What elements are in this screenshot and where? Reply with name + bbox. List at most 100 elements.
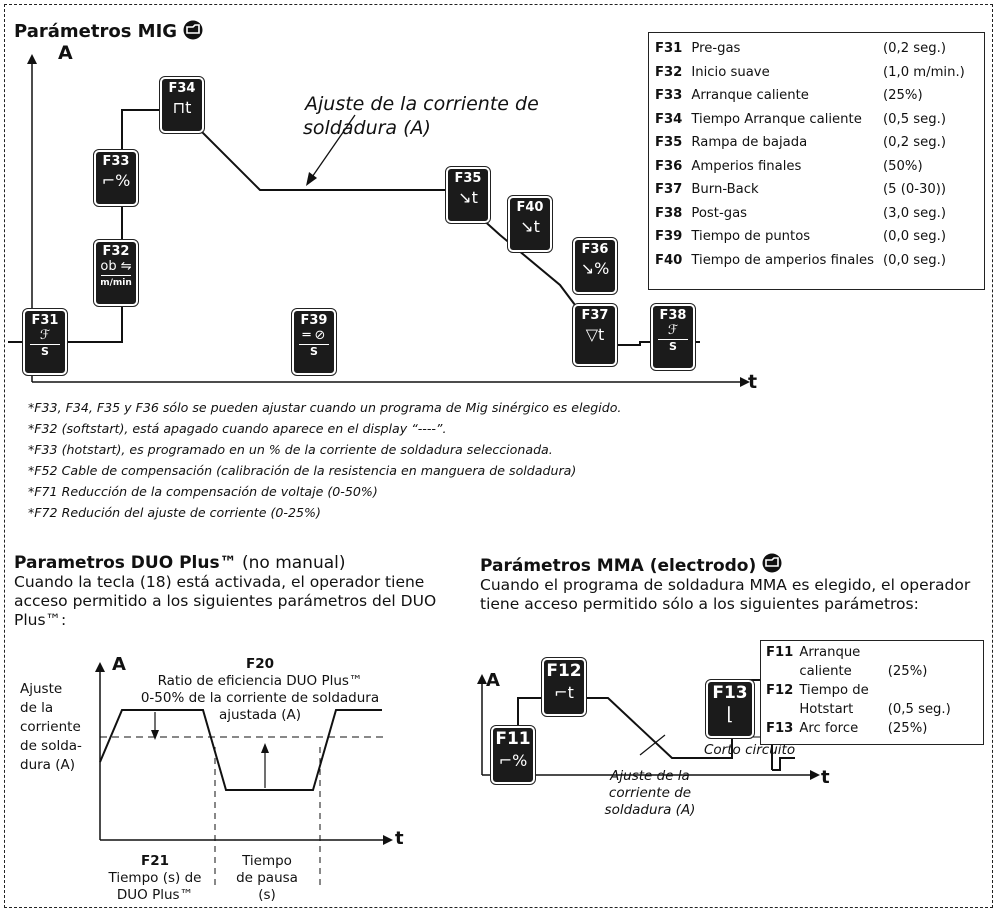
mma-axis-y-label: A (486, 670, 500, 691)
mma-param-row: F11 Arranque (763, 645, 954, 664)
duo-left-line: de solda- (20, 738, 82, 754)
mig-note: *F32 (softstart), está apagado cuando ap… (28, 421, 447, 436)
mma-param-name: Arc force (799, 721, 859, 736)
mig-param-value: (0,2 seg.) (882, 135, 946, 151)
mig-param-code: F40 (655, 252, 683, 268)
mma-param-value: (0,5 seg.) (887, 702, 951, 717)
f36-icon-box: F36 ↘% (572, 237, 618, 295)
duo-f21-line: DUO Plus™ (116, 887, 194, 903)
mig-notes: *F33, F34, F35 y F36 sólo se pueden ajus… (28, 397, 621, 523)
mma-param-row: caliente(25%) (763, 664, 954, 683)
f32-icon-box: F32 ob ⇋ m/min (93, 239, 139, 307)
short-circuit-label: Corto circuito (704, 742, 796, 758)
mig-param-name: Post-gas (691, 205, 748, 221)
f31-label: F31 (31, 313, 59, 328)
hotstart-percent-icon: ⌐% (101, 171, 131, 190)
mig-param-value: (0,2 seg.) (882, 41, 946, 57)
mma-axis-x-label: t (821, 767, 830, 788)
mig-title: Parámetros MIG (14, 20, 203, 42)
f40-label: F40 (516, 200, 544, 215)
duo-f20-code: F20 (245, 656, 274, 672)
mma-param-value (872, 645, 954, 664)
mig-program-icon (183, 20, 203, 40)
mig-param-value: (0,0 seg.) (882, 252, 946, 268)
mma-annotation-line: Ajuste de la (610, 768, 690, 784)
duo-left-line: de la (20, 700, 54, 716)
mig-param-code: F39 (655, 229, 683, 245)
f39-icon-box: F39 ═ ⊘ S (291, 308, 337, 376)
duo-f21-label: F21 Tiempo (s) de DUO Plus™ (100, 853, 210, 904)
mig-param-name: Amperios finales (691, 158, 802, 174)
mig-param-value: (1,0 m/min.) (882, 64, 965, 80)
mma-annotation-line: soldadura (A) (604, 802, 696, 818)
f39-unit: S (310, 345, 318, 358)
f35-label: F35 (454, 171, 482, 186)
mig-param-code: F31 (655, 41, 683, 57)
f38-label: F38 (659, 308, 687, 323)
mig-note: *F33, F34, F35 y F36 sólo se pueden ajus… (28, 400, 622, 415)
gas-bottle-icon: ℱ (39, 328, 51, 343)
f13-icon-box: F13 ⌊ (705, 679, 755, 739)
f11-icon-box: F11 ⌐% (490, 725, 536, 785)
f32-label: F32 (102, 244, 130, 259)
mma-param-name: Arranque (799, 645, 861, 660)
mig-param-name: Burn-Back (691, 182, 759, 198)
mma-param-code: F12 (766, 683, 794, 698)
duo-f20-label: F20 Ratio de eficiencia DUO Plus™ 0-50% … (130, 656, 390, 724)
mma-param-row: Hotstart (0,5 seg.) (763, 702, 954, 721)
f11-label: F11 (495, 729, 531, 749)
mig-axis-x-label: t (748, 371, 758, 393)
mma-param-code: F11 (766, 645, 794, 660)
mma-param-code: F13 (766, 721, 794, 736)
mig-annotation: Ajuste de la corriente de soldadura (A) (303, 92, 539, 140)
duo-left-label: Ajuste de la corriente de solda- dura (A… (20, 680, 82, 775)
mma-param-value: (25%) (887, 721, 928, 736)
arc-force-icon: ⌊ (726, 704, 734, 725)
mig-annotation-line1: Ajuste de la corriente de (305, 93, 539, 115)
duo-pause-line: Tiempo (242, 853, 292, 869)
spot-time-icon: ═ ⊘ (302, 328, 326, 343)
mig-param-name: Tiempo Arranque caliente (691, 111, 862, 127)
duo-pause-label: Tiempo de pausa (s) (222, 853, 312, 904)
mma-param-row: F13 Arc force (25%) (763, 721, 954, 740)
f31-icon-box: F31 ℱ S (22, 308, 68, 376)
mig-param-value: (25%) (882, 88, 923, 104)
duo-header: Parametros DUO Plus™ (no manual) Cuando … (14, 553, 474, 630)
duo-pause-line: de pausa (236, 870, 298, 886)
f31-unit: S (41, 345, 49, 358)
duo-description: Cuando la tecla (18) está activada, el o… (14, 573, 437, 629)
f33-label: F33 (102, 154, 130, 169)
f40-icon-box: F40 ↘t (507, 195, 553, 253)
hotstart-time-icon: ⊓t (172, 98, 192, 117)
mig-param-code: F36 (655, 158, 683, 174)
page-frame (4, 4, 993, 908)
mig-param-value: (3,0 seg.) (882, 205, 946, 221)
mma-param-name: caliente (799, 664, 852, 679)
mma-param-code (763, 664, 796, 683)
hotstart-percent-icon: ⌐% (498, 751, 528, 770)
f12-label: F12 (546, 661, 582, 681)
mig-note: *F33 (hotstart), es programado en un % d… (28, 442, 553, 457)
duo-left-line: Ajuste (20, 681, 63, 697)
mma-param-name: Hotstart (799, 702, 854, 717)
mig-note: *F71 Reducción de la compensación de vol… (28, 484, 378, 499)
mig-param-value: (5 (0-30)) (882, 182, 947, 198)
f38-unit: S (669, 340, 677, 353)
duo-title: Parametros DUO Plus™ (14, 553, 237, 573)
duo-f21-code: F21 (140, 853, 169, 869)
mma-annotation: Ajuste de la corriente de soldadura (A) (585, 768, 715, 819)
duo-left-line: corriente (20, 719, 81, 735)
mig-note: *F52 Cable de compensación (calibración … (28, 463, 577, 478)
mig-axis-y-label: A (58, 42, 73, 64)
slope-down-icon: ↘t (458, 188, 478, 207)
